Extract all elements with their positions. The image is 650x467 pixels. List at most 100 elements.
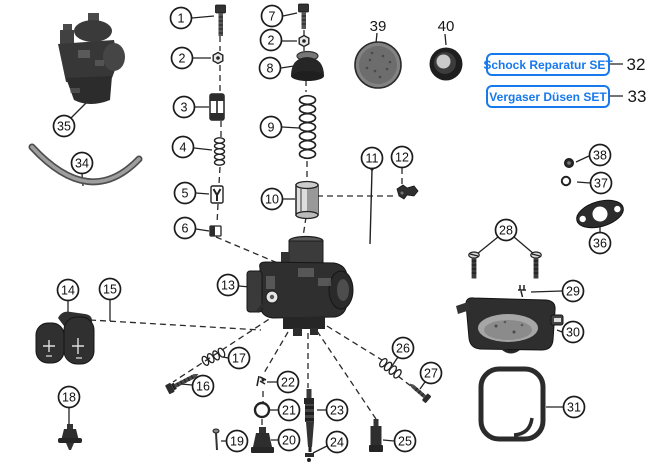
callout-21: 21 — [277, 398, 301, 422]
callout-9: 9 — [259, 115, 283, 139]
callout-35: 35 — [52, 114, 76, 138]
svg-text:9: 9 — [268, 120, 275, 134]
part-4-spring — [213, 137, 226, 166]
label-33: 33 — [628, 87, 647, 106]
svg-text:11: 11 — [366, 151, 379, 165]
callout-3: 3 — [172, 95, 196, 119]
svg-text:19: 19 — [230, 434, 244, 448]
callout-16: 16 — [191, 374, 215, 398]
svg-text:14: 14 — [61, 283, 75, 297]
svg-text:21: 21 — [282, 403, 296, 417]
svg-text:17: 17 — [232, 351, 246, 365]
callout-8: 8 — [258, 56, 282, 80]
part-5-sleeve — [210, 185, 224, 204]
svg-text:26: 26 — [396, 341, 410, 355]
callout-25: 25 — [393, 429, 417, 453]
callout-34: 34 — [70, 151, 94, 175]
svg-text:5: 5 — [182, 186, 189, 200]
svg-text:27: 27 — [424, 366, 438, 380]
part-2-nut-left — [212, 51, 224, 65]
callout-18: 18 — [57, 385, 81, 409]
part-3-tickler — [209, 93, 225, 121]
label-39: 39 — [370, 18, 387, 35]
part-25-idle-jet — [369, 419, 383, 452]
callout-27: 27 — [419, 361, 443, 385]
part-23-needle-jet — [304, 389, 314, 452]
svg-text:15: 15 — [103, 282, 117, 296]
callout-2: 2 — [259, 28, 283, 52]
svg-text:28: 28 — [499, 223, 513, 237]
svg-text:30: 30 — [566, 325, 580, 339]
svg-text:7: 7 — [269, 9, 276, 23]
svg-text:31: 31 — [567, 400, 581, 414]
callout-24: 24 — [325, 430, 349, 454]
callout-20: 20 — [277, 428, 301, 452]
svg-text:4: 4 — [180, 140, 187, 154]
svg-text:34: 34 — [75, 156, 89, 170]
svg-text:23: 23 — [330, 403, 344, 417]
svg-text:2: 2 — [268, 33, 275, 47]
svg-text:12: 12 — [395, 150, 409, 164]
label-40: 40 — [438, 18, 455, 35]
callout-6: 6 — [173, 216, 197, 240]
part-21-o-ring — [253, 401, 271, 419]
callout-5: 5 — [173, 181, 197, 205]
part-9-slide-spring — [298, 94, 317, 160]
part-36-flange-gasket — [576, 199, 624, 229]
svg-text:16: 16 — [196, 379, 210, 393]
callout-22: 22 — [276, 370, 300, 394]
svg-text:22: 22 — [281, 375, 295, 389]
svg-text:1: 1 — [178, 11, 185, 25]
part-7-screw — [298, 3, 309, 29]
part-27-adjust-screw — [409, 383, 432, 403]
svg-text:10: 10 — [265, 192, 279, 206]
svg-text:24: 24 — [330, 435, 344, 449]
callout-7: 7 — [260, 4, 284, 28]
label-32: 32 — [627, 55, 646, 74]
callout-30: 30 — [561, 320, 585, 344]
part-6-clip — [209, 225, 222, 237]
callout-28: 28 — [494, 218, 518, 242]
part-19-pin — [212, 428, 220, 451]
part-17-screw-spring — [201, 347, 226, 366]
part-24-jet-holder — [305, 453, 314, 462]
callout-26: 26 — [391, 336, 415, 360]
svg-text:3: 3 — [181, 100, 188, 114]
svg-text:13: 13 — [221, 278, 235, 292]
carburetor-photo — [58, 13, 125, 104]
vergaser-duesen-set-button[interactable]: Vergaser Düsen SET — [486, 85, 610, 108]
svg-text:8: 8 — [267, 61, 274, 75]
part-38-nut — [564, 158, 574, 168]
schock-reparatur-set-button[interactable]: Schock Reparatur SET — [483, 53, 613, 76]
svg-text:37: 37 — [594, 176, 608, 190]
part-2-nut-right — [298, 34, 310, 48]
callout-38: 38 — [588, 143, 612, 167]
callout-13: 13 — [216, 273, 240, 297]
part-26-screw-spring — [379, 357, 402, 379]
svg-text:35: 35 — [57, 119, 71, 133]
callout-12: 12 — [390, 145, 414, 169]
callout-23: 23 — [325, 398, 349, 422]
callout-14: 14 — [56, 278, 80, 302]
part-22-clip — [256, 375, 267, 387]
part-12-cable-clamp — [396, 184, 419, 200]
svg-text:2: 2 — [179, 51, 186, 65]
part-30-float-bowl — [456, 297, 564, 354]
svg-text:29: 29 — [566, 284, 580, 298]
callout-11: 11 — [360, 146, 384, 170]
callout-2: 2 — [170, 46, 194, 70]
part-10-throttle-slide — [295, 180, 319, 220]
part-1-screw — [215, 4, 226, 36]
callout-1: 1 — [169, 6, 193, 30]
leader-lines — [67, 12, 623, 454]
svg-text:25: 25 — [398, 434, 412, 448]
part-8-carb-cap — [291, 50, 324, 81]
part-14-float-assembly — [35, 311, 95, 365]
svg-text:18: 18 — [62, 390, 76, 404]
svg-text:38: 38 — [593, 148, 607, 162]
callout-15: 15 — [98, 277, 122, 301]
svg-text:20: 20 — [282, 433, 296, 447]
svg-text:6: 6 — [182, 221, 189, 235]
